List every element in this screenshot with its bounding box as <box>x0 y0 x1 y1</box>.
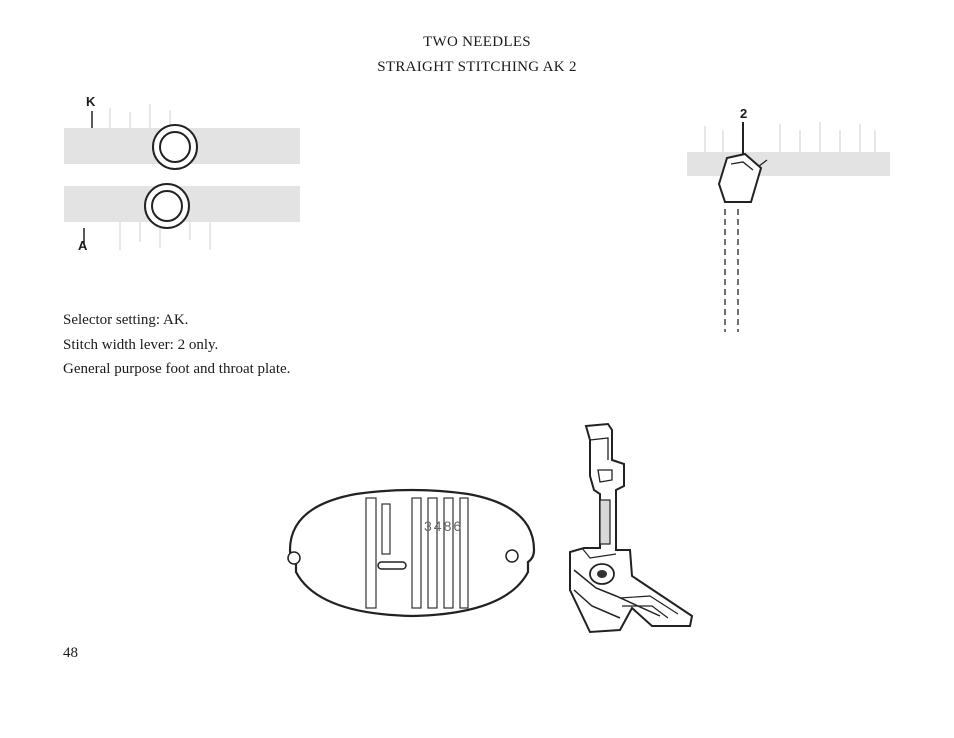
page-subtitle: STRAIGHT STITCHING AK 2 <box>377 59 577 75</box>
selector-setting-text: Selector setting: AK. <box>63 312 189 328</box>
selector-label-a: A <box>78 238 88 253</box>
selector-dial-illustration: K A <box>60 90 310 260</box>
stitch-width-text: Stitch width lever: 2 only. <box>63 337 219 353</box>
presser-foot-illustration <box>560 420 700 640</box>
stitch-width-illustration: 2 <box>685 104 895 334</box>
page-title: TWO NEEDLES <box>423 34 531 50</box>
throat-plate-number: 3486 <box>424 518 464 534</box>
width-label-2: 2 <box>740 106 748 121</box>
foot-plate-text: General purpose foot and throat plate. <box>63 361 291 377</box>
page-number: 48 <box>63 645 78 661</box>
selector-label-k: K <box>86 94 96 109</box>
throat-plate-illustration: 3486 <box>266 484 558 624</box>
